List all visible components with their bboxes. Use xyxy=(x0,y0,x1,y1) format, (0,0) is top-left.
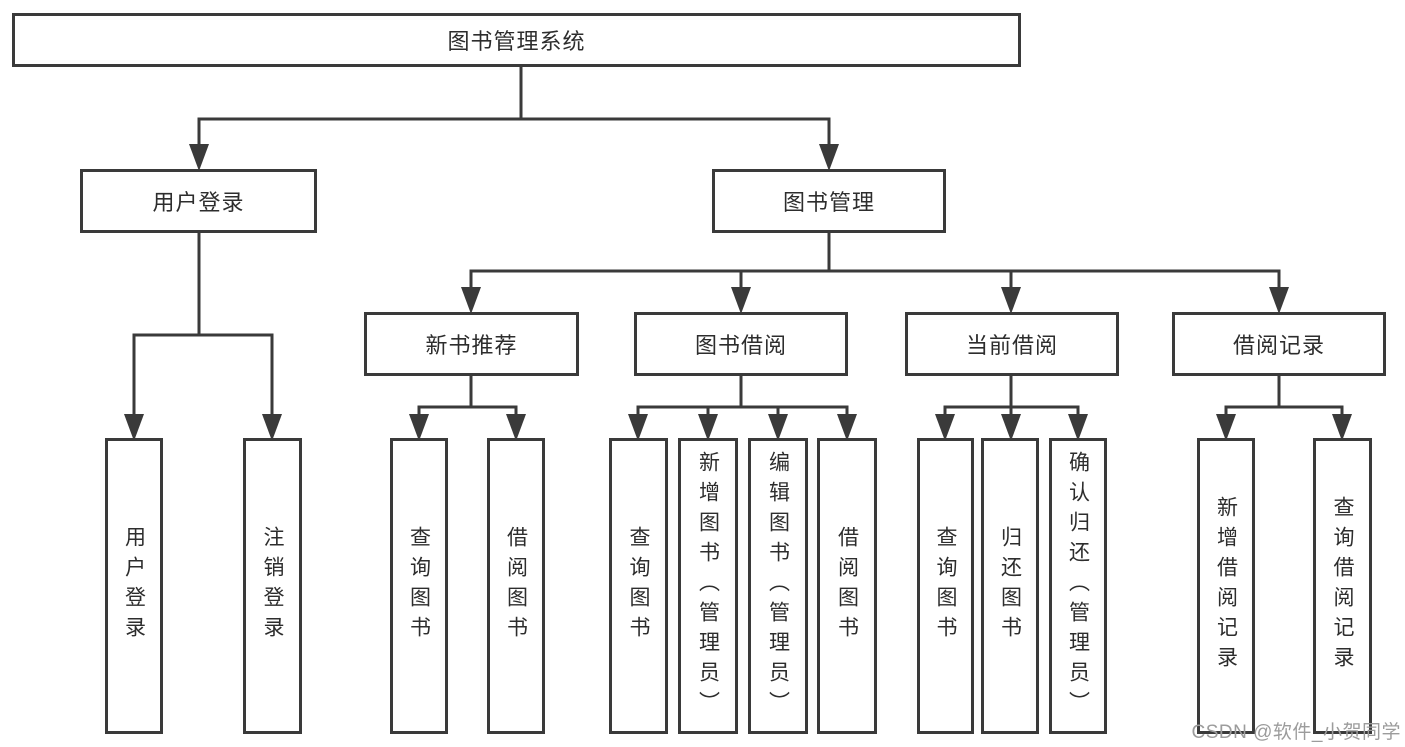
arrow-down-icon xyxy=(409,414,429,441)
arrow-down-icon xyxy=(1001,414,1021,441)
leaf-user-login: 用户登录 xyxy=(105,438,163,734)
leaf-cb-query-books-label: 查询图书 xyxy=(934,526,958,646)
connector-borrow-to-leaves xyxy=(628,374,857,441)
leaf-bb-add-books: 新增图书（管理员） xyxy=(678,438,738,734)
leaf-bb-edit-books: 编辑图书（管理员） xyxy=(748,438,808,734)
leaf-logout: 注销登录 xyxy=(243,438,302,734)
node-system-root-label: 图书管理系统 xyxy=(447,29,586,54)
arrow-down-icon xyxy=(189,144,209,171)
leaf-bb-edit-books-label: 编辑图书（管理员） xyxy=(766,451,790,721)
node-new-book-recommend: 新书推荐 xyxy=(364,312,579,376)
arrow-down-icon xyxy=(819,144,839,171)
arrow-down-icon xyxy=(461,287,481,314)
arrow-down-icon xyxy=(935,414,955,441)
leaf-bb-borrow-books-label: 借阅图书 xyxy=(835,526,859,646)
connector-root-to-level2 xyxy=(189,65,839,171)
arrow-down-icon xyxy=(731,287,751,314)
leaf-cb-return-books-label: 归还图书 xyxy=(998,526,1022,646)
connector-mgmt-to-level3 xyxy=(461,231,1289,314)
leaf-bb-query-books-label: 查询图书 xyxy=(627,526,651,646)
connector-current-to-leaves xyxy=(935,374,1088,441)
connector-login-to-leaves xyxy=(124,231,282,441)
leaf-br-add-record-label: 新增借阅记录 xyxy=(1214,496,1238,676)
arrow-down-icon xyxy=(628,414,648,441)
arrow-down-icon xyxy=(506,414,526,441)
arrow-down-icon xyxy=(262,414,282,441)
node-current-borrow: 当前借阅 xyxy=(905,312,1119,376)
node-new-book-recommend-label: 新书推荐 xyxy=(425,333,518,358)
leaf-nb-query-books: 查询图书 xyxy=(390,438,448,734)
leaf-cb-confirm-return: 确认归还（管理员） xyxy=(1049,438,1107,734)
leaf-cb-query-books: 查询图书 xyxy=(917,438,974,734)
arrow-down-icon xyxy=(1068,414,1088,441)
leaf-nb-borrow-books: 借阅图书 xyxy=(487,438,545,734)
arrow-down-icon xyxy=(1332,414,1352,441)
leaf-br-add-record: 新增借阅记录 xyxy=(1197,438,1255,734)
node-book-management-label: 图书管理 xyxy=(782,190,875,215)
csdn-watermark: CSDN @软件_小贺同学 xyxy=(1191,722,1401,743)
arrow-down-icon xyxy=(768,414,788,441)
arrow-down-icon xyxy=(1269,287,1289,314)
arrow-down-icon xyxy=(698,414,718,441)
leaf-nb-borrow-books-label: 借阅图书 xyxy=(504,526,528,646)
leaf-bb-add-books-label: 新增图书（管理员） xyxy=(696,451,720,721)
node-book-borrow-label: 图书借阅 xyxy=(694,333,787,358)
leaf-nb-query-books-label: 查询图书 xyxy=(407,526,431,646)
leaf-br-query-record-label: 查询借阅记录 xyxy=(1331,496,1355,676)
node-current-borrow-label: 当前借阅 xyxy=(965,333,1058,358)
leaf-bb-borrow-books: 借阅图书 xyxy=(817,438,877,734)
node-system-root: 图书管理系统 xyxy=(12,13,1021,67)
arrow-down-icon xyxy=(1001,287,1021,314)
leaf-user-login-label: 用户登录 xyxy=(122,526,146,646)
node-user-login: 用户登录 xyxy=(80,169,317,233)
arrow-down-icon xyxy=(1216,414,1236,441)
arrow-down-icon xyxy=(124,414,144,441)
node-borrow-records: 借阅记录 xyxy=(1172,312,1386,376)
node-book-borrow: 图书借阅 xyxy=(634,312,848,376)
connector-records-to-leaves xyxy=(1216,374,1352,441)
arrow-down-icon xyxy=(837,414,857,441)
connector-newbooks-to-leaves xyxy=(409,374,526,441)
leaf-bb-query-books: 查询图书 xyxy=(609,438,668,734)
node-book-management: 图书管理 xyxy=(712,169,946,233)
leaf-cb-return-books: 归还图书 xyxy=(981,438,1039,734)
leaf-br-query-record: 查询借阅记录 xyxy=(1313,438,1372,734)
node-borrow-records-label: 借阅记录 xyxy=(1232,333,1325,358)
leaf-logout-label: 注销登录 xyxy=(261,526,285,646)
leaf-cb-confirm-return-label: 确认归还（管理员） xyxy=(1066,451,1090,721)
node-user-login-label: 用户登录 xyxy=(152,190,245,215)
